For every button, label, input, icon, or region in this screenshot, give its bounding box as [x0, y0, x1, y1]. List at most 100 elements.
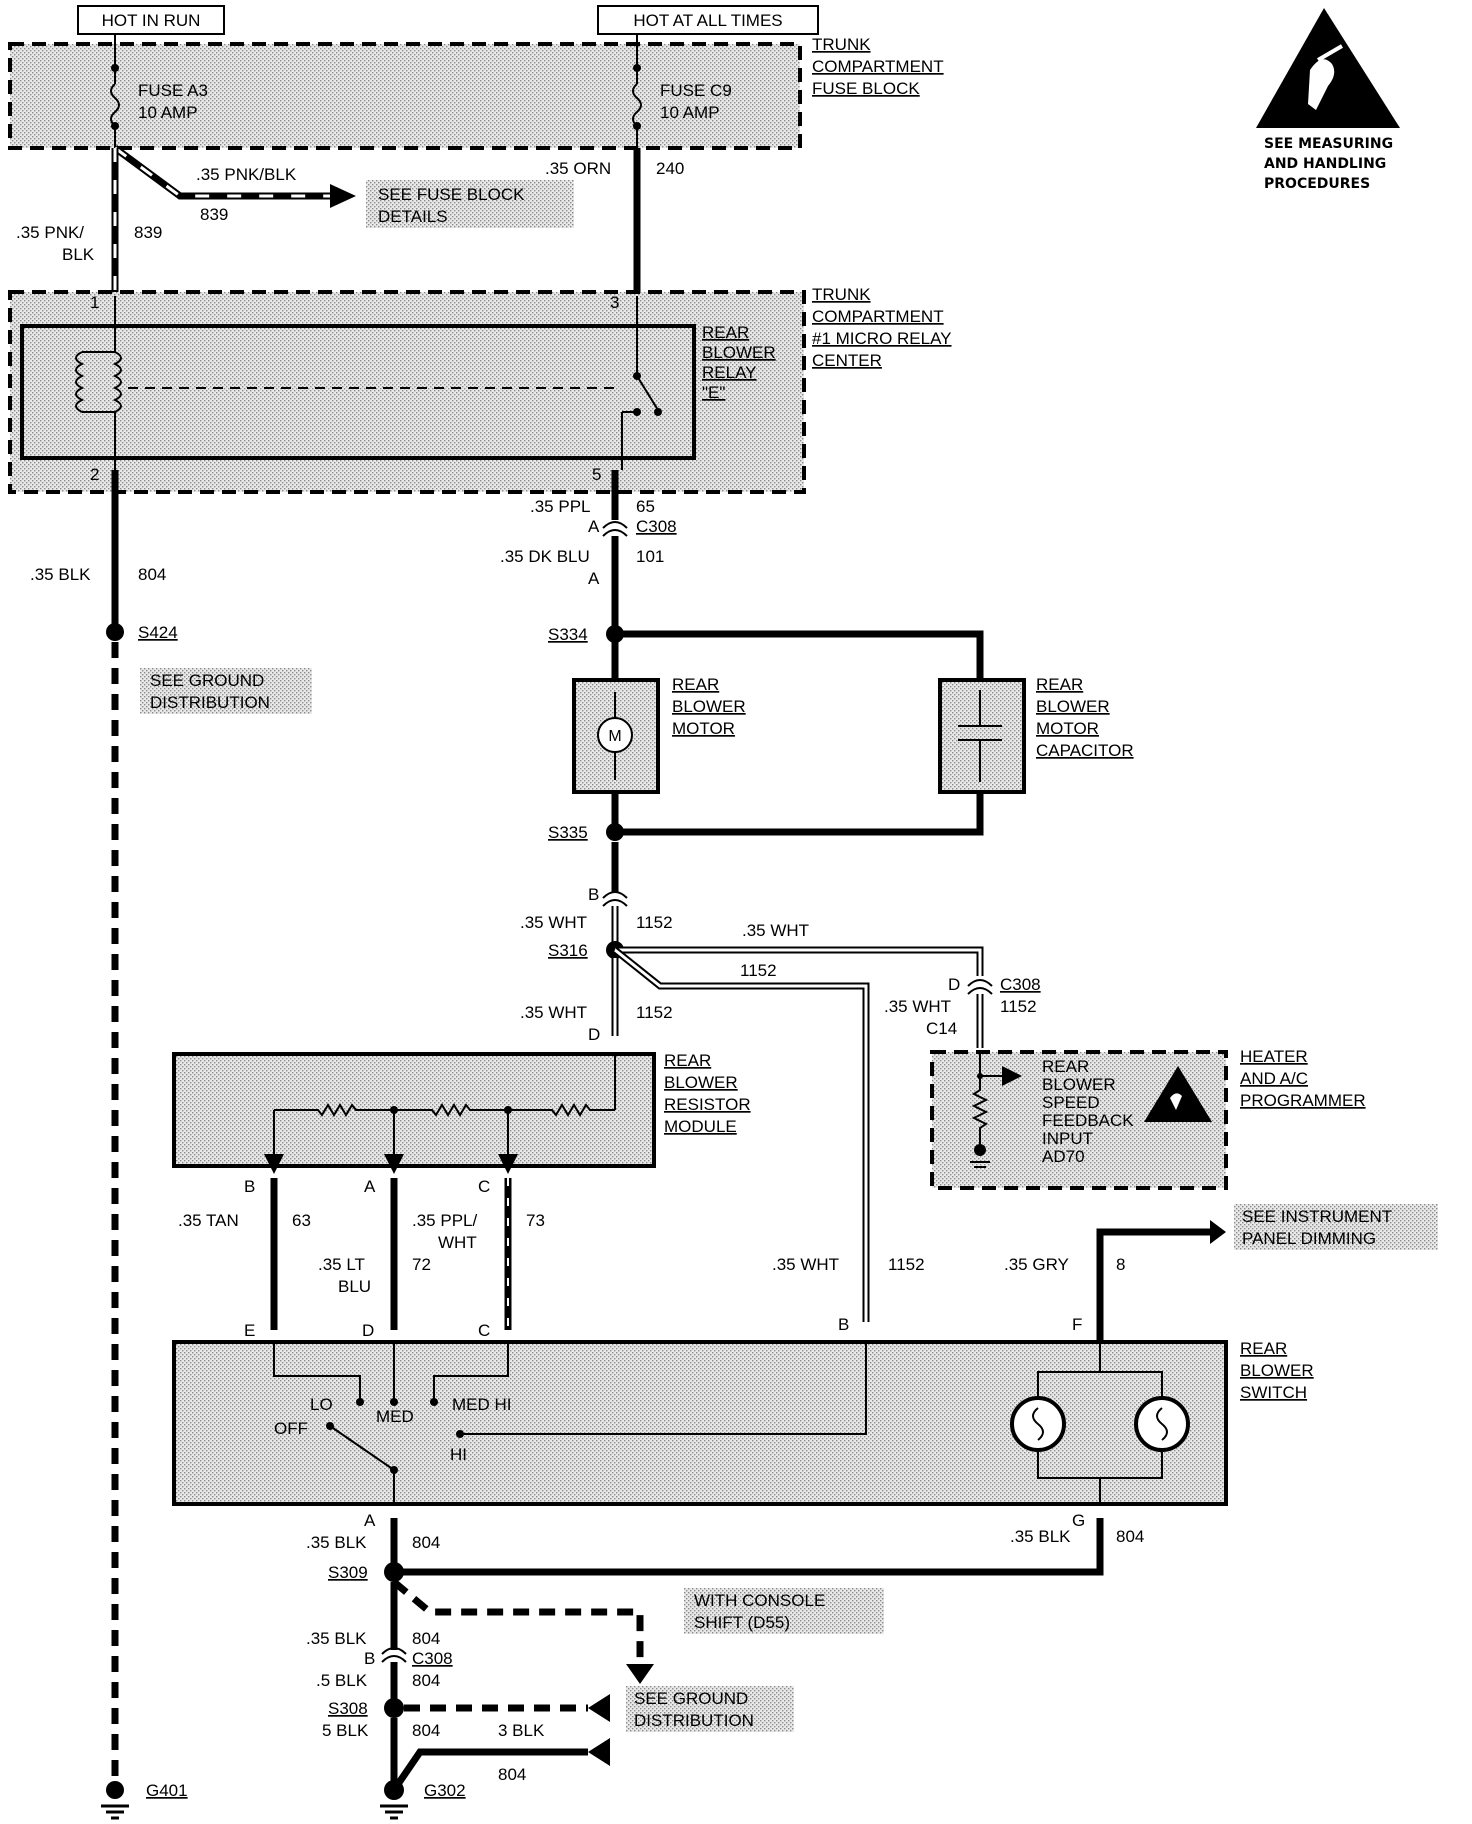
svg-text:REAR: REAR: [702, 323, 749, 342]
ground-note-top-bg: [140, 668, 312, 714]
splice-s316-label: S316: [548, 941, 588, 960]
wire-804-top-circuit: 804: [138, 565, 166, 584]
svg-text:M: M: [608, 728, 621, 745]
wire-72-circuit: 72: [412, 1255, 431, 1274]
relay-coil: [75, 296, 620, 470]
c308-a-connector: [602, 521, 628, 529]
svg-text:BLOWER: BLOWER: [1036, 697, 1110, 716]
ground-dist-arrow: [588, 1694, 610, 1722]
wire-3blk: [391, 1748, 588, 1792]
svg-text:MOTOR: MOTOR: [1036, 719, 1099, 738]
wire-804-g-pin: G: [1072, 1511, 1085, 1530]
wire-804-a-pin: A: [364, 1511, 376, 1530]
wire-1152-e-circuit: 1152: [888, 1255, 925, 1274]
svg-text:MOTOR: MOTOR: [672, 719, 735, 738]
fuse-c9: [632, 44, 642, 148]
fuse-details-note: SEE FUSE BLOCK: [378, 185, 525, 204]
wire-804-a-circuit: 804: [412, 1533, 440, 1552]
wire-804-g-color: .35 BLK: [1010, 1527, 1071, 1546]
resistor-network: [264, 1054, 616, 1174]
wire-804-d-color: 5 BLK: [322, 1721, 369, 1740]
relay-pin-1: 1: [90, 293, 99, 312]
fuse-details-arrow: [330, 184, 356, 208]
wire-1152-b-circuit: 1152: [740, 961, 777, 980]
resistor-pin-a: A: [364, 1177, 376, 1196]
wire-1152-d-color: .35 WHT: [884, 997, 951, 1016]
svg-text:SPEED: SPEED: [1042, 1093, 1100, 1112]
svg-text:MODULE: MODULE: [664, 1117, 737, 1136]
resistor-module-title: REAR BLOWER RESISTOR MODULE: [664, 1051, 751, 1136]
svg-text:BLOWER: BLOWER: [672, 697, 746, 716]
svg-text:SWITCH: SWITCH: [1240, 1383, 1307, 1402]
wire-63-pin: E: [244, 1321, 255, 1340]
ground-g302-icon: [380, 1780, 408, 1820]
svg-text:TRUNK: TRUNK: [812, 35, 871, 54]
svg-text:REAR: REAR: [664, 1051, 711, 1070]
svg-text:FUSE BLOCK: FUSE BLOCK: [812, 79, 920, 98]
wire-804-top-color: .35 BLK: [30, 565, 91, 584]
wire-1152-c-circuit: 1152: [636, 1003, 673, 1022]
esd-notice: SEE MEASURING AND HANDLING PROCEDURES: [1264, 136, 1393, 192]
svg-text:COMPARTMENT: COMPARTMENT: [812, 57, 944, 76]
svg-text:PROGRAMMER: PROGRAMMER: [1240, 1091, 1366, 1110]
svg-text:"E": "E": [702, 383, 725, 402]
wire-804-b-circuit: 804: [412, 1629, 440, 1648]
wire-65-color: .35 PPL: [530, 497, 591, 516]
wire-804-g: [394, 1518, 1104, 1576]
svg-text:BLOWER: BLOWER: [1042, 1075, 1116, 1094]
c308-a-pin2: A: [588, 569, 600, 588]
wire-1152-e-color: .35 WHT: [772, 1255, 839, 1274]
console-shift-arrow: [626, 1664, 654, 1684]
wire-73-pin: C: [478, 1321, 490, 1340]
wire-1152-c-color: .35 WHT: [520, 1003, 587, 1022]
wire-8: [1096, 1228, 1210, 1346]
svg-text:RESISTOR: RESISTOR: [664, 1095, 751, 1114]
splice-s308-label: S308: [328, 1699, 368, 1718]
switch-lamp-icon: [1010, 1342, 1190, 1504]
fuse-details-note-2: DETAILS: [378, 207, 448, 226]
svg-text:INPUT: INPUT: [1042, 1129, 1093, 1148]
svg-text:#1 MICRO RELAY: #1 MICRO RELAY: [812, 329, 952, 348]
wire-72-color: .35 LT: [318, 1255, 365, 1274]
switch-contacts: [273, 1342, 867, 1504]
svg-text:SEE MEASURING: SEE MEASURING: [1264, 136, 1393, 152]
relay-pin-3: 3: [610, 293, 619, 312]
c308-b-bottom-label: C308: [412, 1649, 453, 1668]
console-note: WITH CONSOLE: [694, 1591, 825, 1610]
programmer-esd-icon: [1144, 1066, 1212, 1122]
c308-d-pin: D: [948, 975, 960, 994]
wire-8-arrow: [1210, 1220, 1226, 1244]
splice-s424-label: S424: [138, 623, 178, 642]
wire-1152-b: [615, 946, 984, 976]
splice-s335: [606, 823, 624, 841]
wire-804-d-circuit: 804: [412, 1721, 440, 1740]
wire-72-pin: D: [362, 1321, 374, 1340]
splice-s308: [384, 1698, 404, 1718]
fuse-details-circuit: 839: [200, 205, 228, 224]
rear-blower-relay-title: REAR BLOWER RELAY "E": [702, 323, 776, 402]
svg-text:BLOWER: BLOWER: [702, 343, 776, 362]
svg-text:COMPARTMENT: COMPARTMENT: [812, 307, 944, 326]
motor-icon: M: [597, 692, 633, 780]
switch-pos-hi: HI: [450, 1445, 467, 1464]
splice-s309-label: S309: [328, 1563, 368, 1582]
ground-note-top: SEE GROUND: [150, 671, 264, 690]
svg-text:REAR: REAR: [1042, 1057, 1089, 1076]
svg-text:HEATER: HEATER: [1240, 1047, 1308, 1066]
fuse-a3-label: FUSE A3: [138, 81, 208, 100]
wire-73-color-2: WHT: [438, 1233, 477, 1252]
wire-101-color: .35 DK BLU: [500, 547, 590, 566]
splice-s334-label: S334: [548, 625, 588, 644]
capacitor-title: REAR BLOWER MOTOR CAPACITOR: [1036, 675, 1134, 760]
ground-g302-label: G302: [424, 1781, 466, 1800]
feedback-input-circuit: [970, 1052, 1022, 1168]
resistor-pin-b: B: [244, 1177, 255, 1196]
c308-a-label: C308: [636, 517, 677, 536]
svg-text:AD70: AD70: [1042, 1147, 1085, 1166]
wire-73-color: .35 PPL/: [412, 1211, 477, 1230]
wire-804-c-circuit: 804: [412, 1671, 440, 1690]
fuse-c9-label: FUSE C9: [660, 81, 732, 100]
wire-240-circuit: 240: [656, 159, 684, 178]
svg-text:BLOWER: BLOWER: [664, 1073, 738, 1092]
